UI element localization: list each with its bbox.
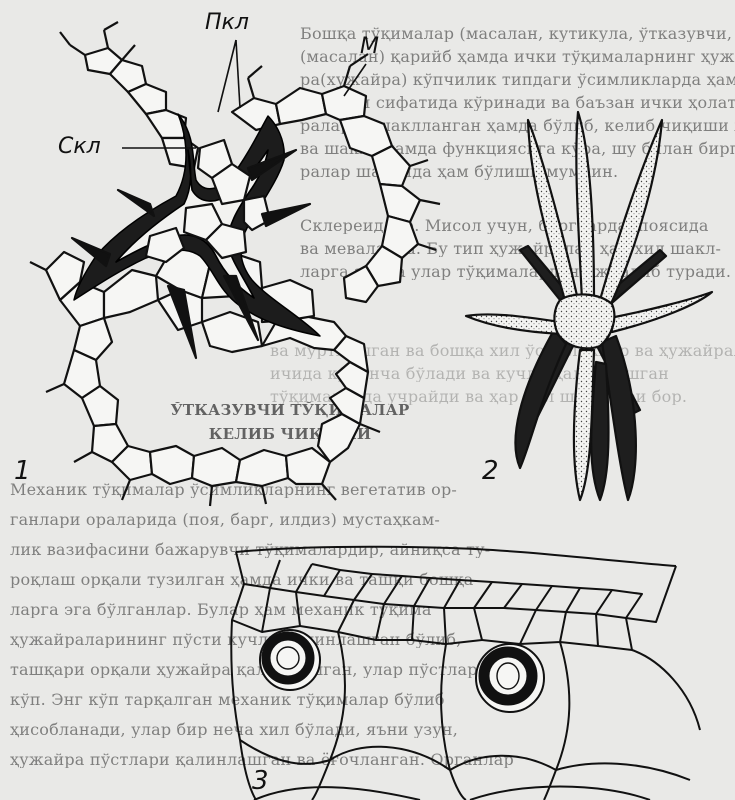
sclereid-ring (260, 630, 320, 690)
label-m: М (360, 34, 379, 59)
label-skl: Скл (58, 134, 101, 159)
figure-3-tissue-section (231, 547, 700, 800)
figure-number-3: 3 (252, 766, 269, 796)
figure-number-2: 2 (482, 456, 499, 486)
sclereid-ring (476, 644, 544, 712)
label-pkl: Пкл (205, 10, 249, 35)
figure-1-sclereid-tissue (30, 22, 440, 506)
figure-2-astrosclereid (466, 112, 712, 500)
figure-number-1: 1 (14, 456, 31, 486)
